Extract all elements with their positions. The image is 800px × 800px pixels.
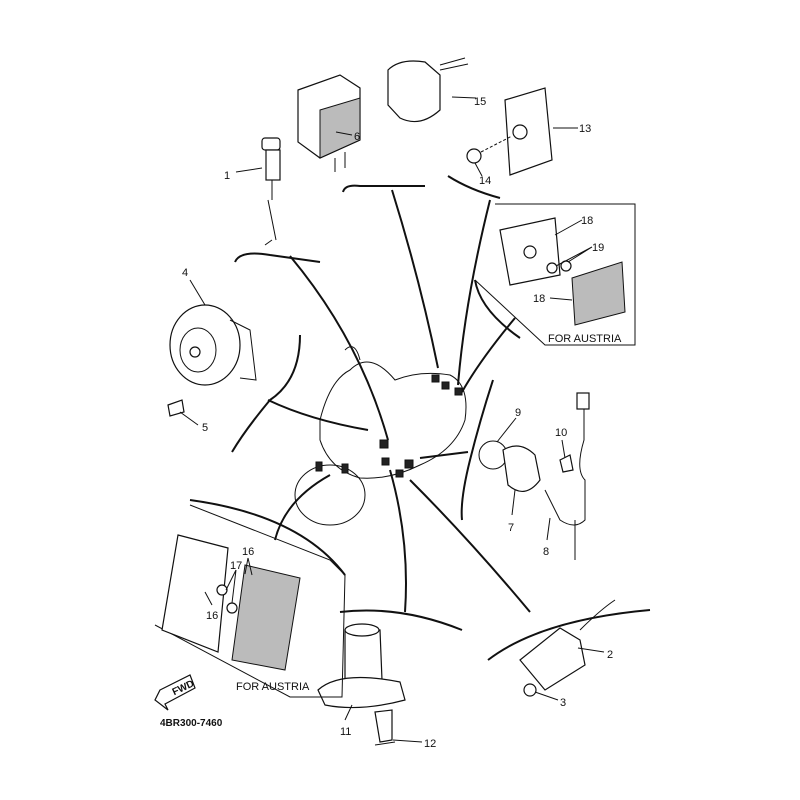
part-10-screw	[559, 454, 574, 473]
callout-4: 4	[182, 267, 188, 279]
callout-3: 3	[560, 697, 566, 709]
callout-14: 14	[479, 175, 491, 187]
callout-numbers: 1 6 15 13 14 18 19 18 FOR AUSTRIA 4 5 9 …	[160, 96, 622, 750]
callout-6: 6	[354, 131, 360, 143]
part-12-bolt	[374, 709, 393, 743]
callout-8: 8	[543, 546, 549, 558]
note-for-austria-side: FOR AUSTRIA	[236, 681, 310, 693]
callout-13: 13	[579, 123, 591, 135]
callout-12: 12	[424, 738, 436, 750]
part-13-reflector	[466, 87, 553, 176]
part-3-screw	[523, 683, 537, 697]
fwd-label: FWD	[171, 678, 196, 698]
diagram-code: 4BR300-7460	[160, 718, 223, 729]
callout-18: 18	[581, 215, 593, 227]
part-8-lead	[544, 392, 590, 560]
callout-10: 10	[555, 427, 567, 439]
fwd-arrow: FWD	[154, 674, 196, 711]
connection-lines	[267, 189, 531, 613]
callout-15: 15	[474, 96, 486, 108]
callout-5: 5	[202, 422, 208, 434]
callout-11: 11	[340, 726, 351, 738]
part-15-sensor	[387, 57, 469, 123]
part-6-relay	[297, 74, 361, 172]
part-11-unit	[317, 623, 406, 746]
part-1-switch	[261, 137, 281, 246]
austria-inset-rear	[474, 203, 636, 346]
note-for-austria-rear: FOR AUSTRIA	[548, 333, 622, 345]
callout-16-lower: 16	[206, 610, 218, 622]
callout-16: 16	[242, 546, 254, 558]
part-7-9-sensor	[478, 440, 574, 492]
callout-17: 17	[230, 560, 242, 572]
callout-leaders	[179, 96, 605, 743]
callout-2: 2	[607, 649, 613, 661]
part-4-horn	[167, 304, 257, 417]
part-14-nut	[466, 148, 482, 164]
part-2-switch	[519, 599, 616, 697]
callout-19: 19	[592, 242, 604, 254]
callout-7: 7	[508, 522, 514, 534]
motorcycle-silhouette	[294, 346, 467, 526]
austria-inset-side	[154, 504, 346, 698]
callout-1: 1	[224, 170, 230, 182]
callout-9: 9	[515, 407, 521, 419]
callout-18-lower: 18	[533, 293, 545, 305]
